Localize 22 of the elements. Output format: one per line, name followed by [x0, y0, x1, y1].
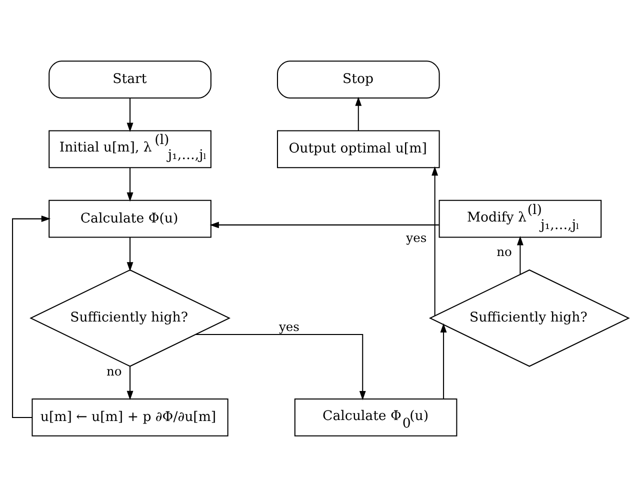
edge-label: no — [496, 244, 512, 259]
edge-label: yes — [406, 230, 427, 244]
arrow — [12, 215, 51, 418]
node-box: Start — [48, 60, 212, 98]
node-box: Stop — [276, 60, 440, 98]
arrow — [432, 166, 438, 316]
arrow — [516, 236, 524, 274]
arrow — [440, 322, 447, 398]
node-box: Output optimal u[m] — [276, 130, 440, 168]
node-diamond: Sufficiently high? — [30, 268, 230, 366]
arrow — [126, 236, 134, 271]
edge-label: yes — [278, 320, 300, 334]
edge-label: no — [106, 364, 122, 378]
arrow — [196, 334, 366, 400]
node-diamond: Sufficiently high? — [428, 268, 630, 366]
node-box: u[m] ← u[m] + p ∂Φ/∂u[m] — [32, 398, 228, 436]
arrow — [210, 221, 439, 228]
arrow — [355, 96, 362, 130]
arrow — [126, 366, 134, 400]
arrow — [126, 98, 134, 132]
arrow — [126, 167, 134, 202]
node-box: Calculate Φ(u) — [48, 199, 212, 238]
